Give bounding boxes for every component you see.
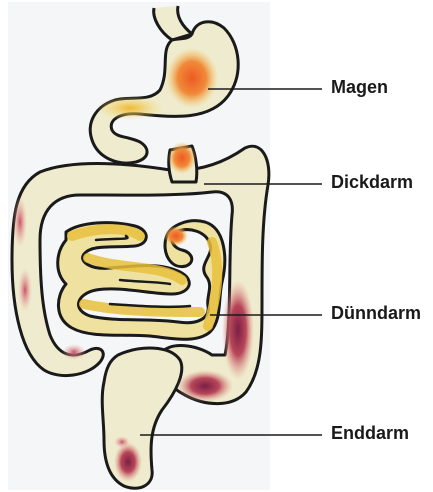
rectum-pink-spot [114,436,130,448]
colon-pink-lesion-bottom-left [62,344,86,360]
colon-purple-lesion-right [222,280,254,380]
label-stomach: Magen [331,77,388,97]
label-large-intestine: Dickdarm [331,172,413,192]
small-intestine-orange-spot [164,226,188,246]
colon-pink-lesion-left-lower [18,268,32,312]
colon-purple-lesion-bottom [177,370,233,402]
rectum-lesion [114,442,142,482]
label-small-intestine: Dünndarm [331,303,421,323]
duodenum-inflammation [168,142,196,174]
label-rectum: Enddarm [331,423,409,443]
stomach-inflammation [166,48,218,108]
colon-pink-lesion-left [13,196,27,248]
stomach-yellow-band [96,96,164,120]
